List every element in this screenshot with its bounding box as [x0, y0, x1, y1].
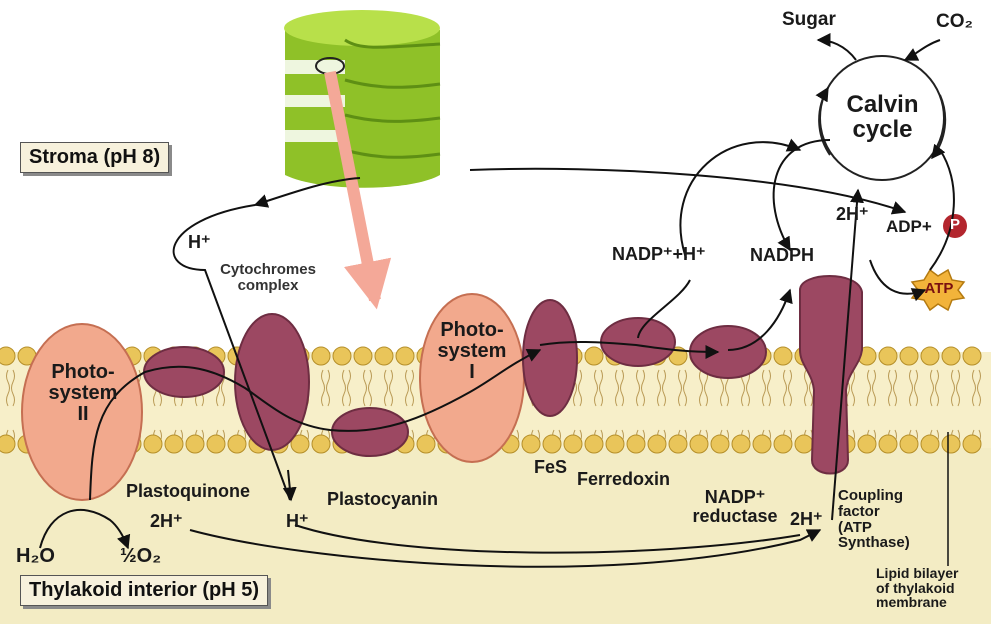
lipid-head: [774, 435, 792, 453]
phosphate-label: P: [943, 217, 967, 233]
lipid-head: [648, 435, 666, 453]
lipid-head: [522, 435, 540, 453]
lipid-head: [942, 435, 960, 453]
lipid-head: [144, 435, 162, 453]
plastoquinone-label: Plastoquinone: [126, 482, 250, 501]
ferredoxin-label: Ferredoxin: [577, 470, 670, 489]
lipid-head: [669, 435, 687, 453]
lipid-head: [921, 435, 939, 453]
lipid-head: [0, 435, 15, 453]
lipid-head: [417, 435, 435, 453]
co2-label: CO₂: [936, 12, 973, 32]
sugar-label: Sugar: [782, 10, 836, 30]
lipid-head: [375, 347, 393, 365]
lipid-head: [858, 435, 876, 453]
lipid-head: [312, 435, 330, 453]
ferredoxin-shape: [601, 318, 675, 366]
two-h-plus-stroma-label: 2H⁺: [836, 205, 869, 224]
lipid-head: [900, 347, 918, 365]
lipid-bilayer-label: Lipid bilayer of thylakoid membrane: [876, 566, 958, 610]
lipid-head: [753, 435, 771, 453]
lipid-head: [0, 347, 15, 365]
calvin-cycle-label: Calvin cycle: [835, 92, 930, 142]
lipid-head: [585, 435, 603, 453]
adp-label: ADP+: [886, 218, 932, 236]
half-o2-label: ½O₂: [120, 546, 161, 567]
fes-label: FeS: [534, 458, 567, 477]
nadph-label: NADPH: [750, 246, 814, 265]
lipid-head: [228, 435, 246, 453]
lipid-head: [690, 435, 708, 453]
plastocyanin-label: Plastocyanin: [327, 490, 438, 509]
lipid-head: [774, 347, 792, 365]
lipid-head: [879, 435, 897, 453]
lipid-head: [606, 435, 624, 453]
lipid-head: [396, 347, 414, 365]
stroma-label: Stroma (pH 8): [20, 142, 169, 173]
lipid-head: [942, 347, 960, 365]
lipid-head: [732, 435, 750, 453]
lipid-head: [627, 435, 645, 453]
lipid-head: [921, 347, 939, 365]
thylakoid-interior-label: Thylakoid interior (pH 5): [20, 575, 268, 606]
photosystem-ii-label: Photo- system II: [40, 362, 126, 425]
plastocyanin-shape: [332, 408, 408, 456]
atp-label: ATP: [914, 281, 964, 297]
lipid-head: [900, 435, 918, 453]
lipid-head: [165, 435, 183, 453]
h-plus-interior-label: H⁺: [286, 512, 309, 531]
coupling-factor-label: Coupling factor (ATP Synthase): [838, 488, 910, 551]
lipid-head: [312, 347, 330, 365]
nadp-plus-h-label: NADP⁺+H⁺: [612, 245, 706, 264]
cytochromes-complex-label: Cytochromes complex: [200, 262, 336, 294]
lipid-head: [879, 347, 897, 365]
lipid-head: [333, 347, 351, 365]
nadp-reductase-label: NADP⁺ reductase: [680, 488, 790, 526]
chloroplast-grana-graphic: [284, 10, 440, 188]
fes-shape: [523, 300, 577, 416]
lipid-head: [585, 347, 603, 365]
two-h-plus-interior-left-label: 2H⁺: [150, 512, 183, 531]
lipid-head: [795, 435, 813, 453]
h-plus-stroma-label: H⁺: [188, 233, 211, 252]
photosystem-i-label: Photo- system I: [428, 320, 516, 383]
h2o-label: H₂O: [16, 546, 55, 567]
two-h-plus-interior-right-label: 2H⁺: [790, 510, 823, 529]
lipid-head: [564, 435, 582, 453]
lipid-head: [207, 435, 225, 453]
lipid-head: [354, 347, 372, 365]
lipid-head: [963, 435, 981, 453]
lipid-head: [543, 435, 561, 453]
lipid-head: [963, 347, 981, 365]
lipid-head: [186, 435, 204, 453]
lipid-head: [711, 435, 729, 453]
